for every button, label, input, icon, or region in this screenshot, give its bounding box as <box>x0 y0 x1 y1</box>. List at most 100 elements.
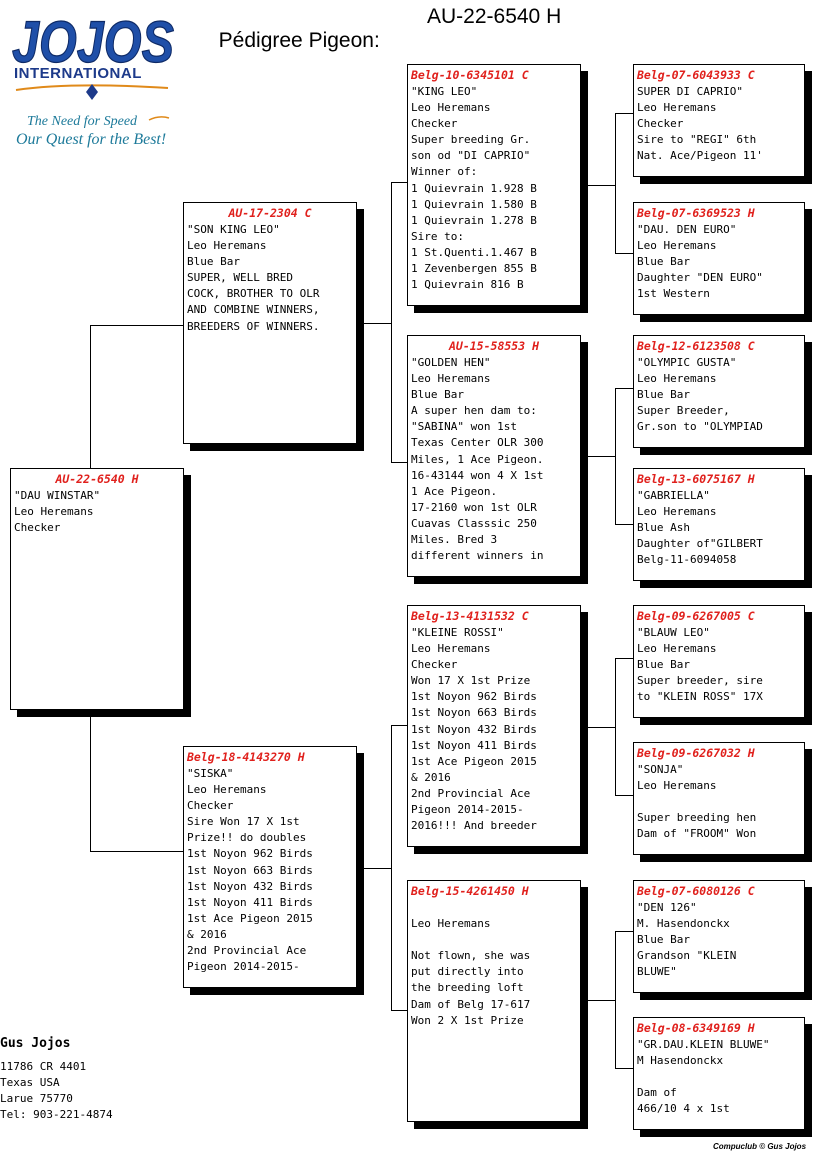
page-title: Pédigree Pigeon: AU-22-6540 H <box>207 5 562 53</box>
pigeon-line: Won 2 X 1st Prize <box>411 1013 524 1027</box>
pigeon-card-ggp-1: Belg-07-6043933 C SUPER DI CAPRIO" Leo H… <box>633 64 805 177</box>
pigeon-line: 1st Noyon 411 Birds <box>411 738 537 752</box>
pigeon-line: Leo Heremans <box>411 372 491 386</box>
pigeon-line: 1st Ace Pigeon 2015 <box>411 754 537 768</box>
pigeon-line: 1st Noyon 663 Birds <box>187 863 313 877</box>
pigeon-line: 1st Noyon 663 Birds <box>411 706 537 720</box>
pigeon-line: Leo Heremans <box>637 505 717 519</box>
pigeon-line: SUPER DI CAPRIO" <box>637 85 743 98</box>
pigeon-line: Daughter of"GILBERT <box>637 537 763 551</box>
pigeon-line: Leo Heremans <box>637 642 717 656</box>
pigeon-line: SUPER, WELL BRED <box>187 271 293 285</box>
pigeon-line: COCK, BROTHER TO OLR <box>187 287 320 301</box>
pigeon-line: AND COMBINE WINNERS, <box>187 303 320 317</box>
pigeon-card-sire: AU-17-2304 C "SON KING LEO" Leo Heremans… <box>183 202 357 444</box>
pigeon-line: BLUWE" <box>637 965 677 979</box>
pigeon-line: Super breeding hen <box>637 811 757 825</box>
ring-number: Belg-07-6369523 H <box>637 206 755 220</box>
pigeon-line: A super hen dam to: <box>411 404 537 418</box>
pigeon-line: Not flown, she was <box>411 949 531 963</box>
pigeon-line: 1 Quievrain 1.278 B <box>411 213 537 227</box>
pigeon-line: BREEDERS OF WINNERS. <box>187 319 320 333</box>
pigeon-line: Cuavas Classsic 250 <box>411 516 537 530</box>
pigeon-line: 466/10 4 x 1st <box>637 1102 730 1116</box>
pigeon-line: "DAU WINSTAR" <box>14 489 101 502</box>
pigeon-line: "GOLDEN HEN" <box>411 356 491 369</box>
pigeon-line: Pigeon 2014-2015- <box>411 803 524 817</box>
pigeon-line: Leo Heremans <box>637 372 717 386</box>
pigeon-card-subject: AU-22-6540 H "DAU WINSTAR" Leo Heremans … <box>10 468 184 710</box>
pigeon-line: to "KLEIN ROSS" 17X <box>637 690 763 704</box>
pigeon-line: 2016!!! And breeder <box>411 819 537 833</box>
pigeon-card-ggp-3: Belg-12-6123508 C "OLYMPIC GUSTA" Leo He… <box>633 335 805 448</box>
pigeon-line: Blue Bar <box>637 658 690 672</box>
pigeon-line: Miles, 1 Ace Pigeon. <box>411 452 544 466</box>
footer-credit: Compuclub © Gus Jojos <box>713 1142 807 1151</box>
pigeon-line: 1st Noyon 962 Birds <box>187 847 313 861</box>
ring-number: Belg-08-6349169 H <box>637 1021 755 1035</box>
pigeon-line: Prize!! do doubles <box>187 831 307 845</box>
title-label: Pédigree Pigeon: <box>218 29 380 52</box>
pigeon-card-dam-dam: Belg-15-4261450 H Leo Heremans Not flown… <box>407 880 581 1122</box>
pigeon-line: "DEN 126" <box>637 901 697 914</box>
swoosh-icon <box>148 116 170 121</box>
pigeon-line: Super breeder, sire <box>637 674 763 688</box>
owner-address-line: Texas USA <box>0 1076 60 1089</box>
pigeon-line: Belg-11-6094058 <box>637 553 737 567</box>
title-ring: AU-22-6540 H <box>427 5 562 28</box>
pigeon-line: 16-43144 won 4 X 1st <box>411 468 544 482</box>
owner-name: Gus Jojos <box>0 1036 71 1051</box>
pigeon-line: 2nd Provincial Ace <box>187 944 307 958</box>
ring-number: AU-17-2304 C <box>228 206 312 220</box>
pigeon-card-ggp-2: Belg-07-6369523 H "DAU. DEN EURO" Leo He… <box>633 202 805 315</box>
pigeon-line: "SABINA" won 1st <box>411 420 517 434</box>
ring-number: Belg-07-6080126 C <box>637 884 755 898</box>
pigeon-card-ggp-7: Belg-07-6080126 C "DEN 126" M. Hasendonc… <box>633 880 805 993</box>
owner-address-line: 11786 CR 4401 <box>0 1060 87 1073</box>
pigeon-line: Leo Heremans <box>411 642 491 656</box>
pigeon-line: Blue Bar <box>187 255 240 269</box>
pigeon-line: M. Hasendonckx <box>637 917 730 931</box>
pigeon-line: Sire to "REGI" 6th <box>637 133 757 147</box>
pigeon-line: Dam of Belg 17-617 <box>411 997 531 1011</box>
pigeon-line: 1st Western <box>637 287 710 301</box>
pigeon-line: Blue Ash <box>637 521 690 535</box>
owner-address-line: Larue 75770 <box>0 1092 73 1105</box>
pigeon-line: 1st Noyon 432 Birds <box>411 722 537 736</box>
pigeon-line: Leo Heremans <box>187 239 267 253</box>
pigeon-line: Checker <box>411 117 458 131</box>
pigeon-line: "KLEINE ROSSI" <box>411 626 504 639</box>
pigeon-card-ggp-8: Belg-08-6349169 H "GR.DAU.KLEIN BLUWE" M… <box>633 1017 805 1130</box>
logo-international: INTERNATIONAL <box>14 65 142 82</box>
pigeon-line: "KING LEO" <box>411 85 478 98</box>
ring-number: Belg-13-6075167 H <box>637 472 755 486</box>
pigeon-line: 1 Zevenbergen 855 B <box>411 262 537 276</box>
ring-number: AU-22-6540 H <box>55 472 139 486</box>
pigeon-line: Won 17 X 1st Prize <box>411 674 531 688</box>
pigeon-line: 1 Quievrain 1.580 B <box>411 197 537 211</box>
pigeon-line: Leo Heremans <box>637 239 717 253</box>
logo-word-text: JOJOS <box>12 10 174 70</box>
pigeon-line: Dam of <box>637 1086 677 1100</box>
pigeon-line: 2nd Provincial Ace <box>411 786 531 800</box>
pigeon-line: different winners in <box>411 549 544 563</box>
owner-phone: Tel: 903-221-4874 <box>0 1108 113 1121</box>
pigeon-line: Daughter "DEN EURO" <box>637 271 763 285</box>
pigeon-line: "SISKA" <box>187 767 234 780</box>
pigeon-line: "SON KING LEO" <box>187 223 280 236</box>
ring-number: Belg-09-6267032 H <box>637 746 755 760</box>
pigeon-line: Pigeon 2014-2015- <box>187 960 300 974</box>
pigeon-line <box>637 794 804 810</box>
pigeon-line: Sire Won 17 X 1st <box>187 815 300 829</box>
pigeon-line: "GR.DAU.KLEIN BLUWE" <box>637 1038 770 1051</box>
pigeon-line: Texas Center OLR 300 <box>411 436 544 450</box>
pigeon-line: 1st Noyon 432 Birds <box>187 879 313 893</box>
pigeon-line: Leo Heremans <box>411 917 491 931</box>
pigeon-line: 1st Ace Pigeon 2015 <box>187 911 313 925</box>
pigeon-line: Checker <box>637 117 684 131</box>
pigeon-line: put directly into <box>411 965 524 979</box>
ring-number: Belg-09-6267005 C <box>637 609 755 623</box>
pigeon-line <box>637 1069 804 1085</box>
pigeon-line: 1 Ace Pigeon. <box>411 484 498 498</box>
logo-swoosh-icon <box>15 84 169 100</box>
